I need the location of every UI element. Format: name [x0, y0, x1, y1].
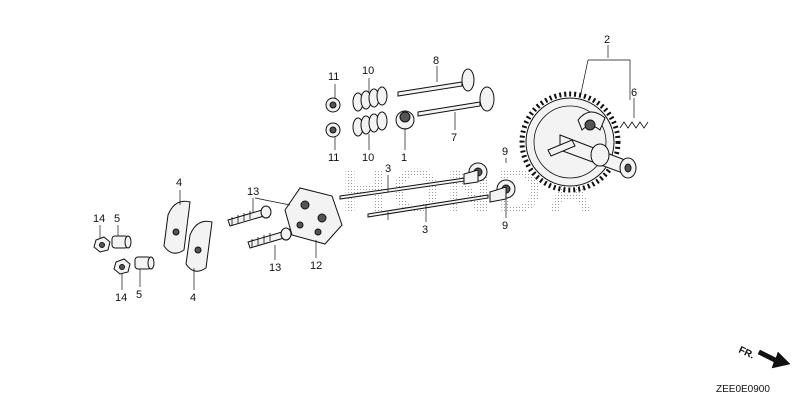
- callout-14-lower: 14: [115, 292, 127, 304]
- drawing-code: ZEE0E0900: [716, 384, 770, 395]
- callout-13-upper: 13: [247, 186, 259, 198]
- callout-11-lower: 11: [328, 152, 339, 164]
- callout-3-upper: 3: [385, 163, 391, 175]
- callout-13-lower: 13: [269, 262, 281, 274]
- callout-8: 8: [433, 55, 439, 67]
- callout-5-lower: 5: [136, 289, 142, 301]
- decompressor-spring: [619, 121, 649, 129]
- tappet-lower: [489, 179, 516, 203]
- front-label: FR.: [737, 345, 756, 362]
- rocker-arm-lower: [185, 220, 213, 272]
- pivot-nut-upper: [111, 235, 132, 249]
- callout-12: 12: [310, 260, 322, 272]
- callout-9-upper: 9: [502, 146, 508, 158]
- callout-9-lower: 9: [502, 220, 508, 232]
- spring-retainer-upper: [325, 97, 341, 113]
- callout-7: 7: [451, 132, 457, 144]
- pivot-bolt-upper: [227, 205, 272, 227]
- push-rod-lower: [367, 194, 489, 218]
- lock-nut-lower: [113, 258, 131, 275]
- camshaft-gear: [519, 91, 637, 193]
- callout-14-upper: 14: [93, 213, 105, 225]
- callout-3-lower: 3: [422, 224, 428, 236]
- rocker-arm-upper: [163, 200, 191, 254]
- spring-retainer-lower: [325, 122, 341, 138]
- intake-valve: [417, 86, 495, 117]
- exhaust-valve: [397, 68, 475, 97]
- valve-spring-upper: [352, 86, 388, 112]
- pivot-bolt-lower: [247, 227, 292, 249]
- callout-11-upper: 11: [328, 71, 339, 83]
- callout-4-lower: 4: [190, 292, 196, 304]
- front-direction-indicator: FR.: [737, 345, 791, 369]
- callout-10-lower: 10: [362, 152, 374, 164]
- tappet-upper: [463, 162, 488, 185]
- leader-lines: [99, 45, 635, 290]
- valve-stem-seal: [395, 110, 415, 130]
- callout-6: 6: [631, 87, 637, 99]
- push-rod-guide-plate: [284, 187, 343, 245]
- valve-spring-lower: [352, 111, 388, 137]
- callout-5-upper: 5: [114, 213, 120, 225]
- callout-numbers: 2 6 8 7 1 10 10 11 11 3 3 9 9 12 13 13 4…: [93, 34, 637, 304]
- pivot-nut-lower: [134, 256, 155, 270]
- callout-4-upper: 4: [176, 177, 182, 189]
- lock-nut-upper: [93, 236, 111, 253]
- callout-1: 1: [401, 152, 407, 164]
- front-arrow-icon: [757, 349, 791, 369]
- callout-10-upper: 10: [362, 65, 374, 77]
- callout-2: 2: [604, 34, 610, 46]
